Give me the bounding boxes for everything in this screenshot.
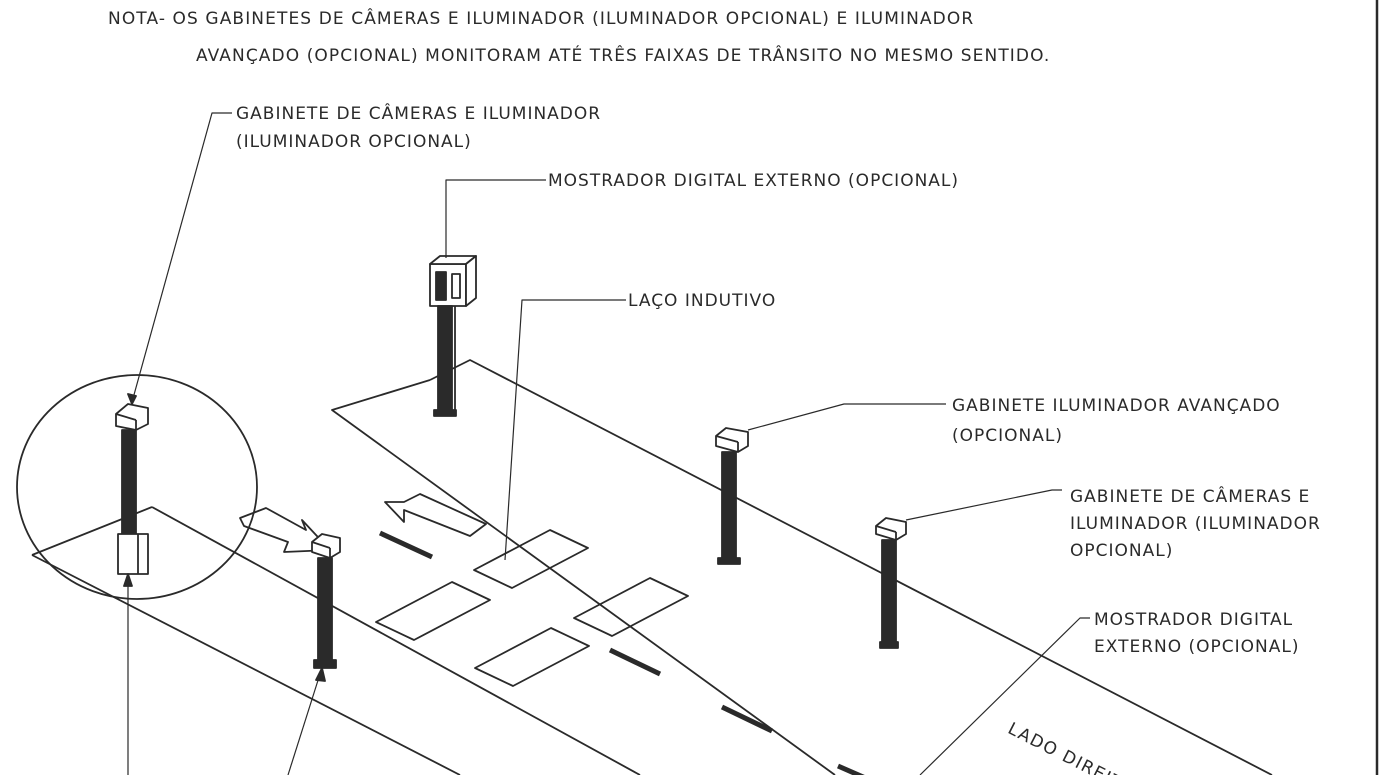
pole-near-camera xyxy=(311,533,341,669)
lane-dashes xyxy=(378,530,865,775)
leader-lines xyxy=(127,112,1090,775)
pole-advanced xyxy=(715,427,749,565)
arrowhead-3 xyxy=(127,393,137,405)
label-cabinet-right-2: ILUMINADOR (ILUMINADOR xyxy=(1070,514,1321,534)
label-display-right-2: EXTERNO (OPCIONAL) xyxy=(1094,637,1300,657)
road-lane-edge xyxy=(151,506,641,775)
pole-circle-camera xyxy=(115,403,149,575)
label-display-right-1: MOSTRADOR DIGITAL xyxy=(1094,610,1294,630)
inductive-loops xyxy=(375,529,689,687)
note-line-2: AVANÇADO (OPCIONAL) MONITORAM ATÉ TRÊS F… xyxy=(196,46,1051,66)
label-cabinet-left-1: GABINETE DE CÂMERAS E ILUMINADOR xyxy=(236,104,602,124)
arrowhead-2 xyxy=(315,667,326,682)
label-cabinet-right-1: GABINETE DE CÂMERAS E xyxy=(1070,487,1311,507)
road-far-shoulder xyxy=(331,379,836,775)
label-advanced-1: GABINETE ILUMINADOR AVANÇADO xyxy=(952,396,1281,416)
pole-display-top xyxy=(429,255,477,417)
label-cabinet-right-3: OPCIONAL) xyxy=(1070,541,1174,561)
label-display-top: MOSTRADOR DIGITAL EXTERNO (OPCIONAL) xyxy=(548,171,960,191)
label-inductive-loop: LAÇO INDUTIVO xyxy=(628,291,777,311)
pole-right-camera xyxy=(875,517,907,649)
label-cabinet-left-2: (ILUMINADOR OPCIONAL) xyxy=(236,132,472,152)
road-near-edge xyxy=(31,554,461,775)
arrow-left xyxy=(384,493,487,537)
arrowhead-1 xyxy=(123,573,133,587)
detail-circle xyxy=(16,374,258,600)
label-advanced-2: (OPCIONAL) xyxy=(952,426,1063,446)
road-far-edge xyxy=(429,359,1273,775)
note-line-1: NOTA- OS GABINETES DE CÂMERAS E ILUMINAD… xyxy=(108,9,975,29)
